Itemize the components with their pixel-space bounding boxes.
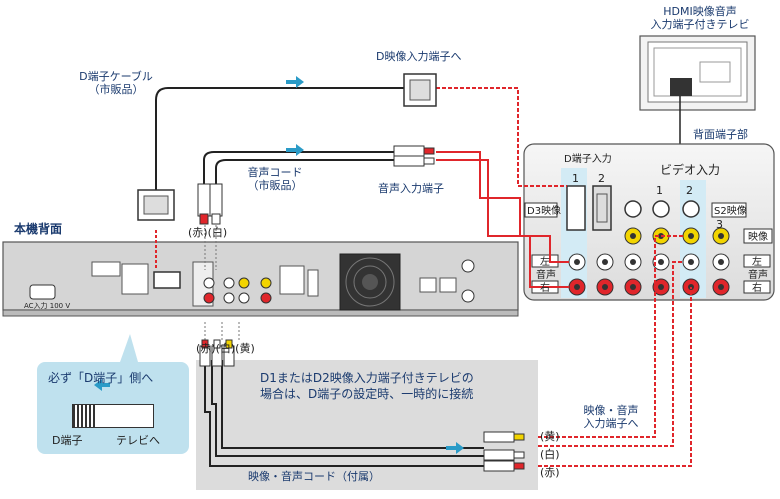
d-port-1 (566, 185, 586, 231)
d-terminal-switch (72, 404, 154, 428)
red-guides (155, 87, 692, 467)
av-plugs-right (483, 431, 525, 472)
audio-plugs-left (197, 183, 223, 225)
tv-rear-panel (523, 143, 775, 301)
d-cable-plug-left (137, 189, 175, 221)
video-input-num-1: 1 (656, 184, 663, 197)
tv-s2-label: S2映像 (714, 206, 747, 217)
note-text: D1またはD2映像入力端子付きテレビの 場合は、D端子の設定時、一時的に接続 (260, 370, 474, 402)
tv-icon (639, 35, 756, 111)
tv-left-label-b: 左 (752, 257, 762, 268)
note-line-1: D1またはD2映像入力端子付きテレビの (260, 371, 474, 385)
audio-cord-title: 音声コード (247, 166, 303, 179)
tv-video-input-label: ビデオ入力 (660, 163, 721, 177)
d-port-2 (592, 185, 612, 231)
recorder-rear (2, 241, 519, 317)
av-in-line2: 入力端子へ (583, 417, 639, 430)
tv-left-label-a: 左 (540, 257, 550, 268)
d-cable-label: D端子ケーブル （市販品） (76, 70, 156, 96)
d-input-num-2: 2 (598, 172, 605, 185)
audio-cord-sub: （市販品） (247, 179, 303, 192)
tv-d3-label: D3映像 (527, 206, 562, 217)
av-in-label: 映像・音声 入力端子へ (566, 404, 656, 430)
av-in-line1: 映像・音声 (583, 404, 639, 417)
tv-title-line1: HDMI映像音声 (663, 5, 737, 18)
d-cable-sub: （市販品） (88, 83, 144, 96)
note-line-2: 場合は、D端子の設定時、一時的に接続 (260, 387, 474, 401)
callout-pointer (120, 334, 138, 362)
recorder-d-output (153, 271, 181, 289)
audio-plugs-right (393, 145, 435, 167)
ac-in-label: AC入力 100 V (24, 302, 71, 310)
d-cable-title: D端子ケーブル (79, 70, 153, 83)
tv-d-input-label: D端子入力 (564, 154, 612, 165)
d-cable-plug-right (403, 73, 437, 107)
note-box: D1またはD2映像入力端子付きテレビの 場合は、D端子の設定時、一時的に接続 (196, 360, 538, 490)
rwy-label-bottom: (赤)(白)(黄) (196, 342, 255, 355)
red-white-label-top: (赤)(白) (188, 226, 228, 239)
plug-yellow-label: (黄) (540, 430, 560, 443)
tv-right-label-b: 右 (752, 283, 762, 294)
plug-red-label: (赤) (540, 466, 560, 479)
video-input-num-2: 2 (686, 184, 693, 197)
d-video-in-label: D映像入力端子へ (376, 50, 462, 63)
direction-arrows (94, 76, 464, 454)
tv-audio-label-b: 音声 (748, 270, 768, 281)
switch-left-label: D端子 (52, 434, 83, 447)
tv-video-label: 映像 (748, 232, 768, 243)
tv-audio-right-jacks (568, 278, 730, 296)
tv-title: HDMI映像音声 入力端子付きテレビ (640, 5, 760, 31)
unit-back-label: 本機背面 (14, 222, 63, 236)
d-input-num-1: 1 (572, 172, 579, 185)
tv-title-line2: 入力端子付きテレビ (650, 18, 750, 31)
tv-audio-left-jacks (568, 253, 730, 271)
ac-inlet (29, 284, 56, 300)
video-input-num-3: 3 (716, 218, 723, 231)
tv-right-label-a: 右 (540, 283, 550, 294)
rear-panel-label: 背面端子部 (693, 128, 748, 141)
audio-cord-label: 音声コード （市販品） (240, 166, 310, 192)
switch-knob (73, 405, 97, 427)
switch-right-label: テレビへ (116, 434, 160, 447)
av-plugs-left (199, 339, 235, 367)
callout-text: 必ず「D端子」側へ (48, 371, 154, 385)
plug-white-label: (白) (540, 448, 560, 461)
plug-pointer-lines (204, 225, 240, 340)
av-cord-label: 映像・音声コード（付属） (248, 470, 380, 483)
black-cables (155, 87, 484, 467)
tv-audio-label-a: 音声 (536, 270, 556, 281)
audio-in-label: 音声入力端子 (378, 182, 444, 195)
